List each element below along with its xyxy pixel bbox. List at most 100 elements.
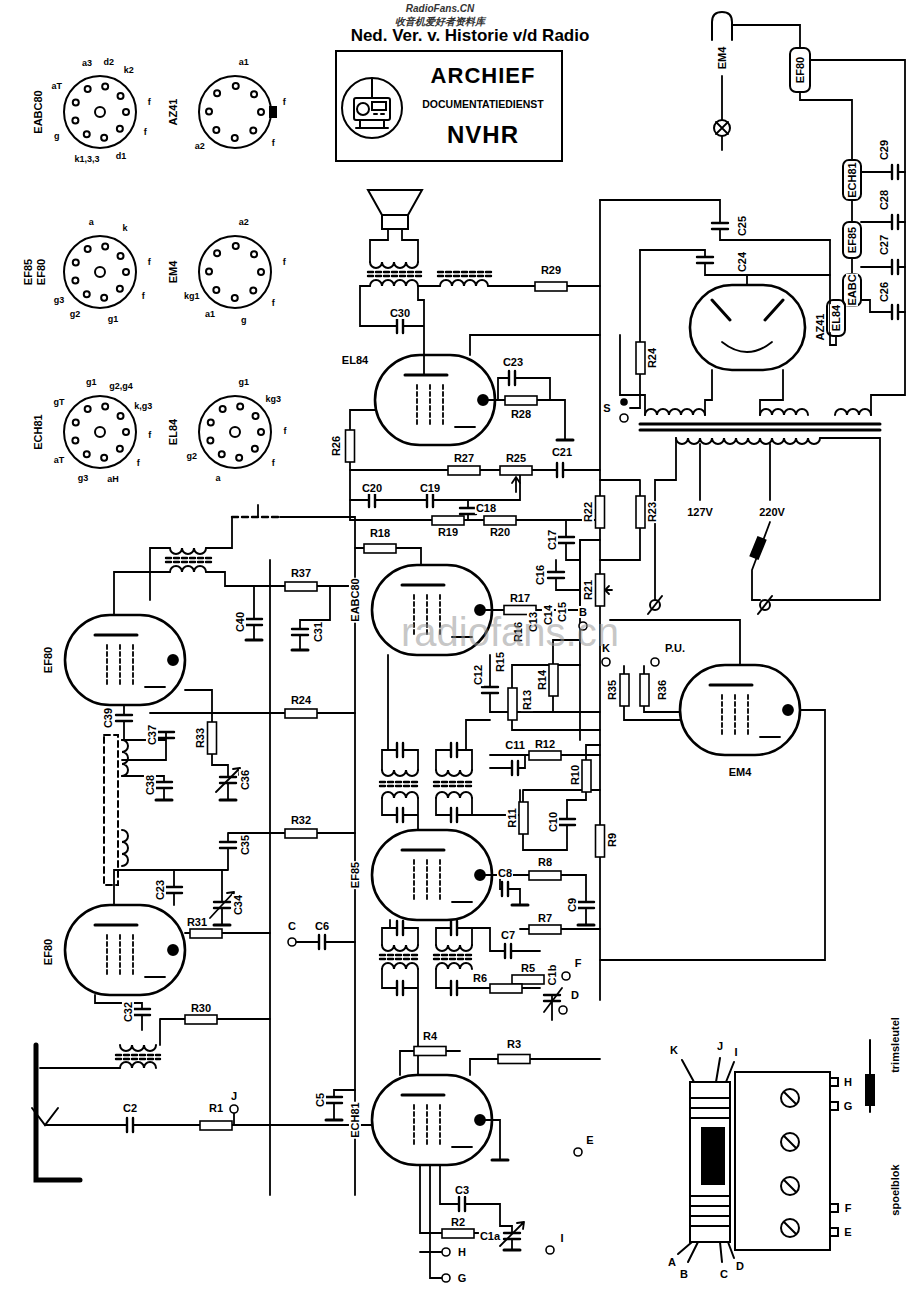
antenna	[32, 1108, 58, 1125]
pin-label: g1	[237, 378, 250, 388]
resistor-symbol	[636, 342, 645, 374]
pin-label: g	[53, 132, 61, 142]
component-label: R18	[369, 527, 391, 539]
archive-stamp: ARCHIEFDOCUMENTATIEDIENSTNVHR	[335, 50, 563, 162]
wire	[40, 1068, 372, 1125]
resistor-symbol	[529, 871, 561, 880]
heater-chain	[712, 12, 732, 40]
resistor-symbol	[346, 430, 355, 462]
component-label: R32	[290, 814, 312, 826]
resistor-symbol	[640, 674, 649, 706]
component-label: R33	[194, 727, 206, 749]
coil-unit	[735, 1072, 830, 1250]
component-label: C32	[122, 1001, 134, 1023]
wire	[258, 505, 355, 520]
capacitor-symbol	[505, 944, 511, 958]
resistor-symbol	[442, 1229, 474, 1238]
pin-label: g	[240, 316, 248, 326]
ground-symbol	[214, 924, 230, 926]
capacitor-symbol	[427, 493, 433, 507]
stamp-logo	[342, 78, 402, 138]
if-transformer	[120, 1045, 156, 1068]
stamp-logo	[354, 98, 390, 120]
heater-chain	[732, 25, 800, 48]
component-label: C12	[472, 664, 484, 686]
component-label: R19	[437, 526, 459, 538]
terminal	[230, 1105, 238, 1113]
resistor-symbol	[508, 688, 517, 720]
wire	[620, 335, 783, 415]
tube-type: AZ41	[167, 98, 179, 127]
tube-socket	[64, 76, 276, 468]
coil-unit	[690, 1098, 730, 1226]
component-label: R20	[489, 526, 511, 538]
component-label: C23	[154, 879, 166, 901]
heater-chain	[827, 300, 845, 336]
coil-unit	[784, 1222, 796, 1234]
heater-chain	[714, 120, 730, 136]
wire	[440, 1120, 512, 1250]
stamp-logo	[342, 78, 402, 138]
heater-chain	[716, 122, 728, 134]
coil-unit	[781, 1089, 799, 1107]
speaker	[368, 190, 422, 229]
heater-chain	[843, 274, 861, 306]
heater-chain	[892, 215, 898, 229]
power-transformer	[758, 596, 772, 614]
tube-type: EL84	[830, 304, 842, 332]
capacitor-symbol	[127, 1118, 133, 1132]
wire	[232, 516, 280, 518]
if-transformer	[116, 1055, 160, 1059]
resistor-symbol	[596, 496, 605, 528]
capacitor-symbol	[397, 743, 403, 757]
tube-symbol	[65, 615, 185, 705]
wire	[600, 620, 825, 960]
note: spoelblok	[889, 1163, 901, 1216]
capacitor-symbol	[697, 257, 713, 263]
component-label: C8	[497, 867, 513, 879]
terminal-letter: P.U.	[664, 642, 686, 654]
component-label: R7	[537, 912, 553, 924]
resistor-symbol	[596, 825, 605, 857]
component-label: C28	[878, 189, 890, 211]
heater-chain	[843, 222, 861, 258]
component-label: C5	[314, 1092, 326, 1108]
wire	[40, 60, 905, 1278]
tube-type: EABC	[846, 273, 858, 306]
component-label: R35	[606, 679, 618, 701]
power-transformer	[640, 409, 880, 614]
pin-letter: G	[843, 1100, 854, 1112]
tube-type: ECH81	[32, 413, 44, 450]
pin-letter: K	[669, 1044, 679, 1056]
coil-unit	[678, 1058, 734, 1262]
antenna	[32, 1045, 80, 1180]
transformer-coil	[440, 280, 488, 286]
pin-label: k2	[123, 66, 135, 76]
capacitor-symbol	[319, 935, 325, 949]
capacitor-symbol	[134, 1009, 150, 1015]
coil-unit	[830, 1204, 838, 1212]
resistor-symbol	[498, 1055, 530, 1064]
rectifier-tube	[690, 285, 805, 370]
component-label: C31	[312, 621, 324, 643]
tube-socket	[209, 246, 261, 298]
capacitor-symbol	[451, 808, 457, 822]
tube-socket	[199, 236, 271, 308]
capacitor-symbol	[397, 921, 403, 935]
rectifier-tube	[690, 285, 805, 370]
speaker	[382, 215, 408, 229]
if-transformer	[382, 963, 472, 969]
resistor-symbol	[636, 496, 645, 528]
resistor-symbol	[512, 975, 544, 984]
capacitor-symbol	[509, 371, 515, 385]
component-label: R10	[569, 764, 581, 786]
resistor-symbol	[448, 466, 480, 475]
tube-type: EF80	[42, 646, 54, 674]
terminal	[442, 1248, 450, 1256]
pin-label: d2	[102, 58, 115, 68]
component-label: C24	[736, 251, 748, 273]
coil-unit	[830, 1102, 838, 1110]
wire	[296, 942, 355, 1120]
tube-socket	[95, 107, 105, 117]
component-label: C3	[454, 1184, 470, 1196]
